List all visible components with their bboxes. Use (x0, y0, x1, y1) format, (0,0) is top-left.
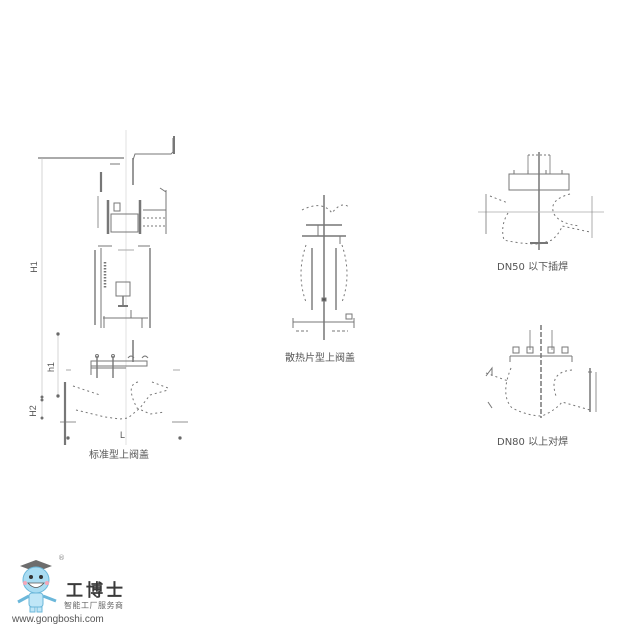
registered-mark: ® (58, 554, 65, 562)
butt-weld-figure (485, 325, 597, 418)
dim-label-h1: h1 (46, 361, 57, 373)
caption-standard-bonnet: 标准型上阀盖 (89, 450, 149, 461)
logo-subtitle: 智能工厂服务商 (64, 601, 124, 610)
dim-label-H2: H2 (27, 405, 38, 417)
socket-weld-figure (478, 152, 604, 250)
caption-butt-weld: DN80 以上对焊 (497, 437, 569, 448)
caption-socket-weld: DN50 以下插焊 (497, 262, 569, 273)
brand-logo[interactable]: ® 工博士 智能工厂服务商 www.gongboshi.com (8, 554, 158, 636)
dim-label-L: L (120, 430, 126, 440)
caption-radiator-bonnet: 散热片型上阀盖 (285, 353, 355, 364)
standard-bonnet-figure (38, 130, 188, 445)
radiator-bonnet-figure (292, 195, 355, 340)
dim-label-H1: H1 (28, 261, 39, 273)
logo-title: 工博士 (66, 581, 126, 601)
mascot-icon (17, 560, 57, 613)
logo-url[interactable]: www.gongboshi.com (12, 614, 104, 625)
